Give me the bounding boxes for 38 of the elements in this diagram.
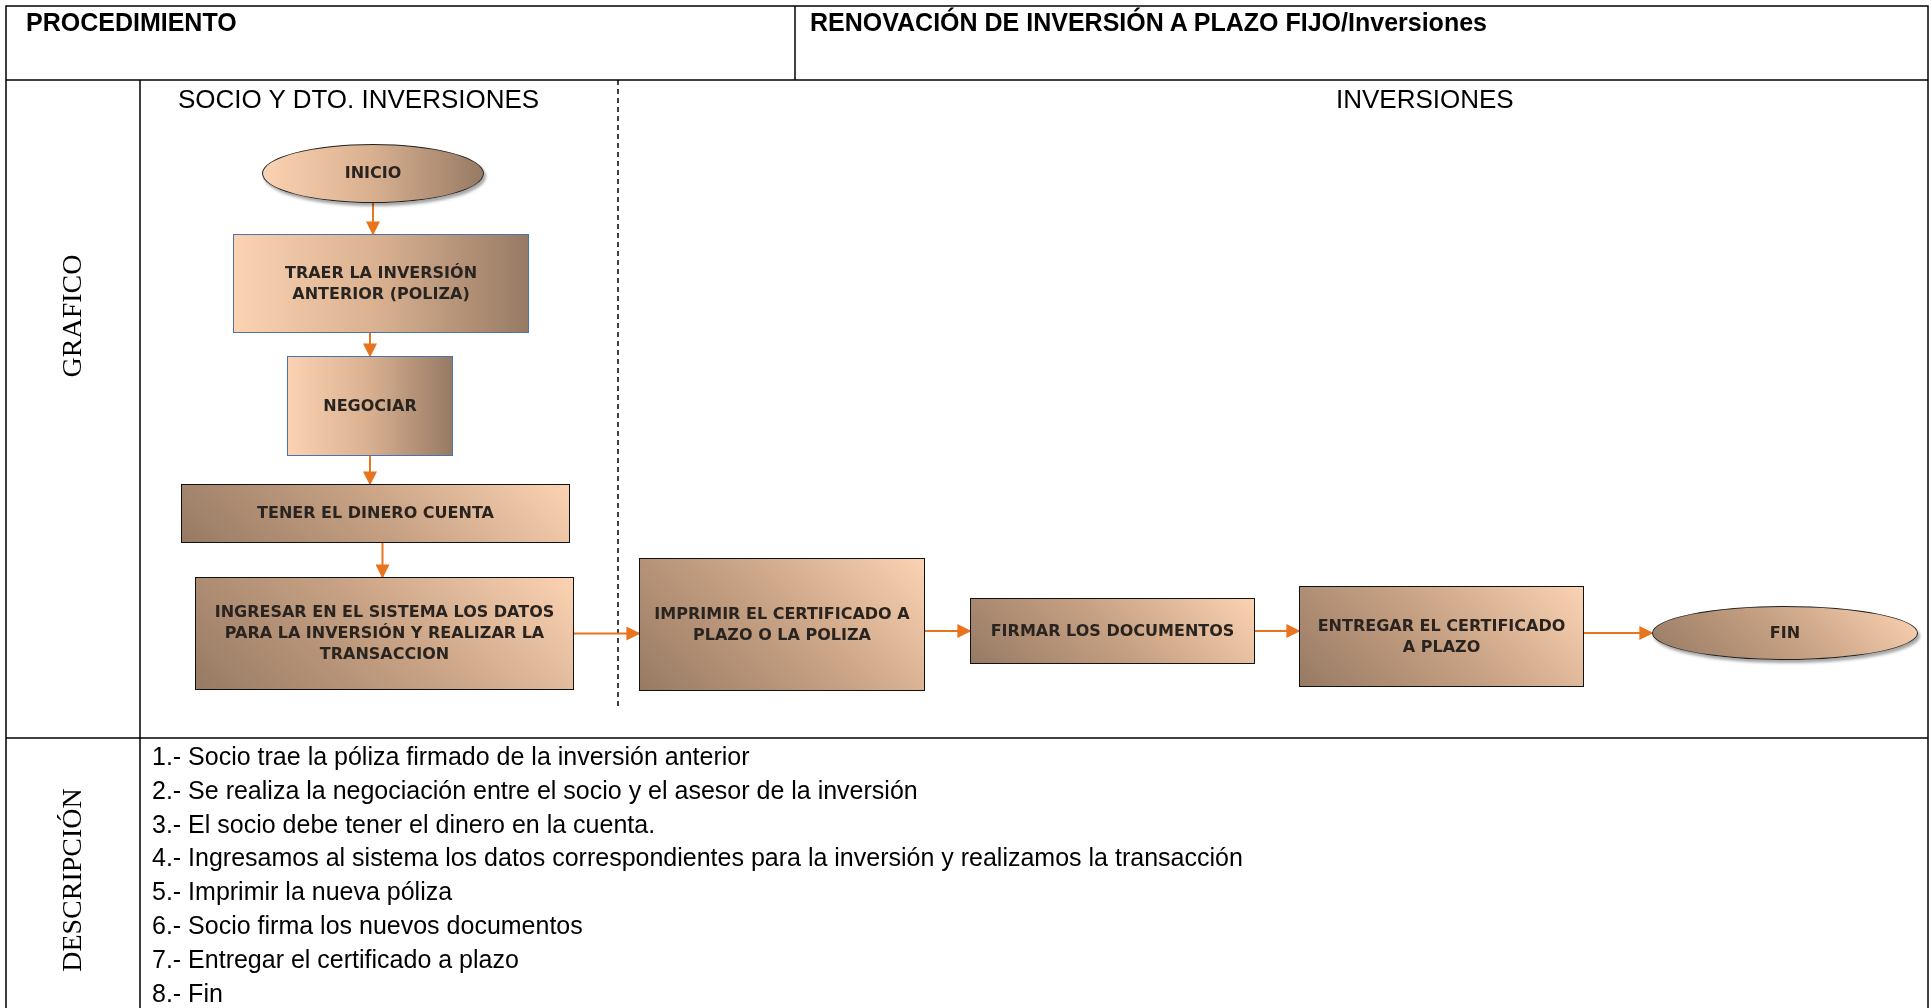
- description-line: 2.- Se realiza la negociación entre el socio y el asesor de la inversión: [152, 777, 918, 803]
- node-label: FIN: [1768, 622, 1802, 644]
- description-line: 6.- Socio firma los nuevos documentos: [152, 913, 583, 938]
- node-label: IMPRIMIR EL CERTIFICADO A PLAZO O LA POLIZA: [653, 603, 911, 646]
- lane-heading: SOCIO Y DTO. INVERSIONES: [178, 84, 540, 115]
- title: RENOVACIÓN DE INVERSIÓN A PLAZO FIJO/Inversiones: [810, 8, 1487, 37]
- node-label: FIRMAR LOS DOCUMENTOS: [989, 620, 1236, 642]
- process-box: [970, 598, 1255, 664]
- description-line: 8.- Fin: [152, 980, 223, 1006]
- arrow: [1254, 624, 1301, 638]
- process-box: [287, 356, 453, 456]
- row-heading: DESCRIPCIÓN: [55, 788, 88, 972]
- description-line: 7.- Entregar el certificado a plazo: [152, 946, 519, 972]
- arrow: [573, 626, 641, 641]
- description-line: 3.- El socio debe tener el dinero en la cuenta.: [152, 811, 656, 837]
- process-box: [233, 234, 529, 333]
- arrow: [1583, 626, 1654, 640]
- arrow: [375, 542, 390, 579]
- process-box: [181, 484, 570, 543]
- arrow: [366, 202, 380, 236]
- arrow: [363, 455, 377, 486]
- process-box: [1299, 586, 1584, 687]
- node-label: INGRESAR EN EL SISTEMA LOS DATOS PARA LA INVERSIÓN Y REALIZAR LA TRANSACCION: [213, 602, 556, 665]
- row-heading: GRAFICO: [55, 254, 88, 378]
- node-label: NEGOCIAR: [322, 395, 418, 417]
- node-label: INICIO: [343, 163, 403, 184]
- lane-heading: INVERSIONES: [1336, 84, 1514, 115]
- node-label: ENTREGAR EL CERTIFICADO A PLAZO: [1316, 615, 1567, 658]
- header-label: PROCEDIMIENTO: [26, 8, 237, 37]
- node-label: TRAER LA INVERSIÓN ANTERIOR (POLIZA): [284, 262, 478, 305]
- node-label: TENER EL DINERO CUENTA: [256, 503, 495, 524]
- process-box: [195, 577, 574, 690]
- description-line: 1.- Socio trae la póliza firmado de la inversión anterior: [152, 744, 750, 769]
- arrow: [363, 332, 377, 358]
- arrow: [924, 624, 972, 638]
- description-line: 4.- Ingresamos al sistema los datos correspondientes para la inversión y realizamos la transacción: [152, 845, 1243, 871]
- description-line: 5.- Imprimir la nueva póliza: [152, 879, 453, 905]
- process-box: [639, 558, 925, 691]
